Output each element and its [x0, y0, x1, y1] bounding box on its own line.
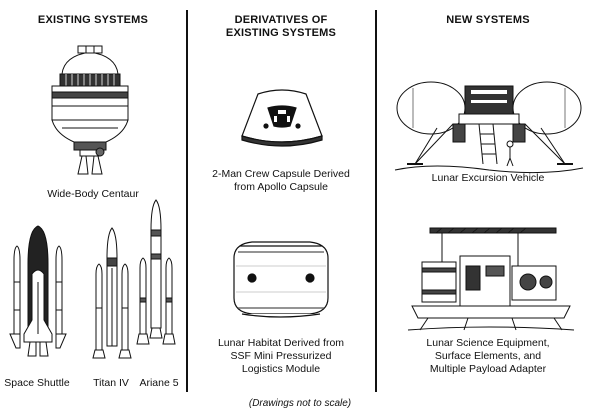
header-existing-systems: EXISTING SYSTEMS	[37, 14, 149, 26]
footnote-not-to-scale: (Drawings not to scale)	[248, 398, 352, 409]
ariane-5-illustration	[136, 199, 176, 345]
caption-lunar-habitat: Lunar Habitat Derived from SSF Mini Pres…	[187, 337, 375, 376]
caption-crew-capsule-line1: 2-Man Crew Capsule Derived	[212, 168, 350, 180]
caption-ariane-5: Ariane 5	[139, 377, 179, 389]
column-divider-right	[375, 10, 377, 392]
caption-lunar-science-line1: Lunar Science Equipment,	[426, 337, 550, 349]
caption-crew-capsule-line2: from Apollo Capsule	[234, 181, 328, 193]
lunar-science-equipment-illustration	[407, 227, 575, 331]
caption-lunar-habitat-line1: Lunar Habitat Derived from	[217, 337, 345, 349]
caption-titan-iv: Titan IV	[93, 377, 129, 389]
header-derivatives-line1: DERIVATIVES OF	[234, 14, 328, 26]
lunar-excursion-vehicle-illustration	[394, 81, 584, 174]
caption-lunar-habitat-line3: Logistics Module	[241, 363, 321, 375]
space-shuttle-illustration	[9, 225, 67, 357]
caption-lunar-habitat-line2: SSF Mini Pressurized	[230, 350, 332, 362]
crew-capsule-illustration	[241, 89, 323, 147]
header-derivatives: DERIVATIVES OF EXISTING SYSTEMS	[187, 14, 375, 40]
header-derivatives-line2: EXISTING SYSTEMS	[225, 27, 337, 39]
caption-crew-capsule: 2-Man Crew Capsule Derived from Apollo C…	[187, 168, 375, 194]
column-divider-left	[186, 10, 188, 392]
caption-lunar-science-line2: Surface Elements, and	[434, 350, 542, 362]
titan-iv-illustration	[92, 227, 132, 359]
centaur-illustration	[51, 45, 129, 175]
header-new-systems: NEW SYSTEMS	[446, 14, 530, 26]
caption-lunar-science-equipment: Lunar Science Equipment, Surface Element…	[376, 337, 600, 376]
lunar-habitat-illustration	[233, 241, 329, 318]
caption-lunar-science-line3: Multiple Payload Adapter	[429, 363, 547, 375]
caption-lunar-excursion-vehicle: Lunar Excursion Vehicle	[431, 172, 545, 184]
caption-space-shuttle: Space Shuttle	[4, 377, 70, 389]
caption-centaur: Wide-Body Centaur	[47, 188, 139, 200]
